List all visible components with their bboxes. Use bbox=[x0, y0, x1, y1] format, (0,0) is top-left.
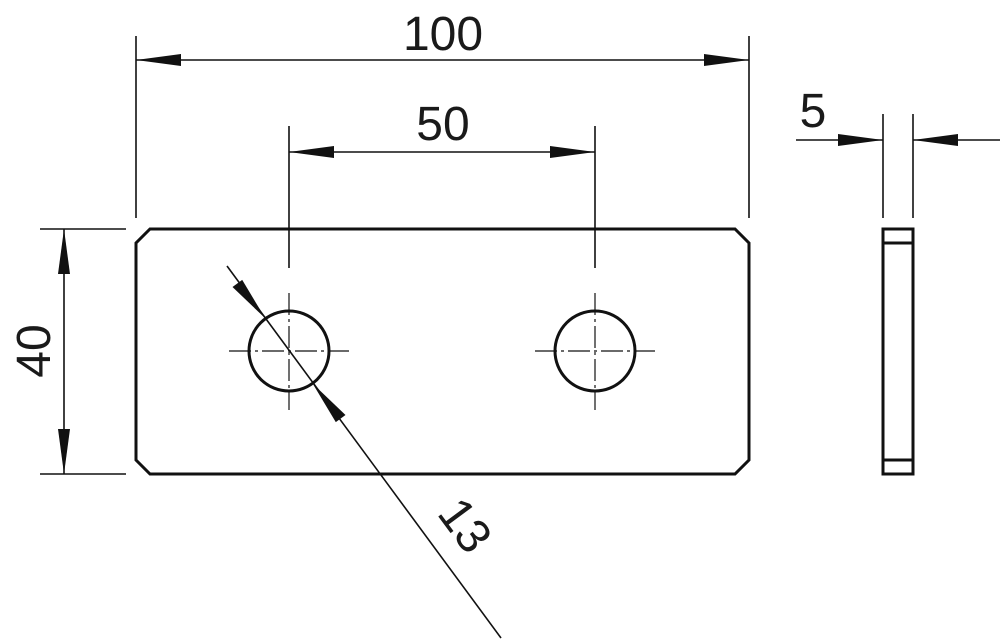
side-outline bbox=[881, 227, 915, 476]
dimension-hole-diameter: 13 bbox=[226, 265, 502, 639]
leader-line bbox=[226, 265, 502, 639]
arrow-left bbox=[838, 134, 883, 146]
dimension-height: 40 bbox=[8, 228, 126, 475]
plate-outline bbox=[134, 227, 751, 476]
arrow-left bbox=[289, 146, 334, 158]
dimension-label-50: 50 bbox=[416, 98, 469, 151]
plate-front-view bbox=[134, 227, 751, 476]
dimension-overall-length: 100 bbox=[135, 8, 750, 218]
arrow-right bbox=[913, 134, 958, 146]
arrow-right bbox=[550, 146, 595, 158]
dimension-label-100: 100 bbox=[403, 8, 483, 61]
arrow-lower bbox=[312, 383, 346, 423]
dimension-label-40: 40 bbox=[8, 324, 61, 377]
plate-side-view bbox=[881, 227, 915, 476]
dimension-hole-spacing: 50 bbox=[288, 98, 596, 268]
arrow-top bbox=[58, 229, 70, 274]
arrow-bottom bbox=[58, 429, 70, 474]
dimension-thickness: 5 bbox=[796, 85, 1000, 218]
arrow-left bbox=[136, 54, 181, 66]
arrow-right bbox=[704, 54, 749, 66]
arrow-upper bbox=[232, 279, 266, 319]
dimension-label-5: 5 bbox=[800, 85, 827, 138]
